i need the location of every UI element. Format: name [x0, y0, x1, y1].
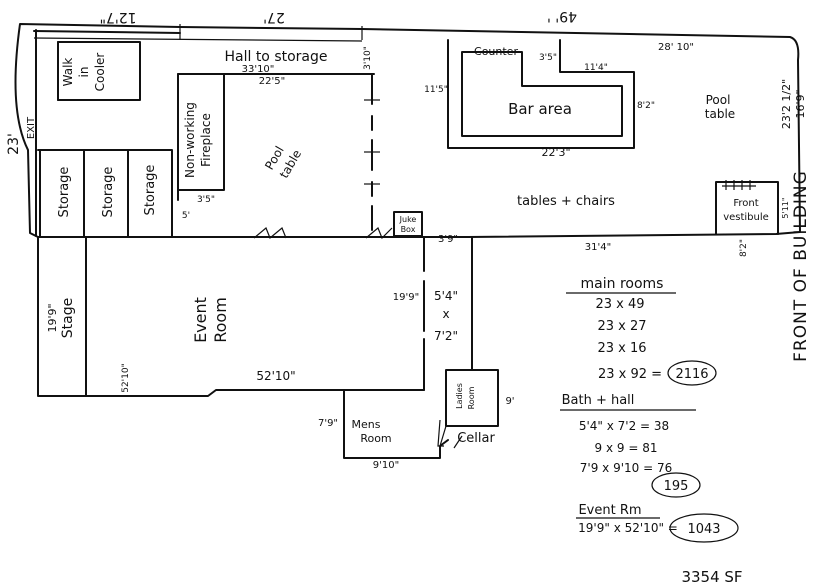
circle-mark	[651, 472, 701, 498]
area-calculations: main rooms 23 x 49 23 x 27 23 x 16 23 x …	[560, 276, 743, 586]
cooler-word-3: Cooler	[93, 53, 107, 92]
walls	[14, 23, 801, 459]
bath-total: 195	[664, 479, 689, 494]
bath-line-3: 7'9 x 9'10 = 76	[580, 461, 672, 475]
storage-label-2: Storage	[101, 167, 116, 218]
ladies-room-label-2: Room	[467, 386, 476, 409]
event-title: Event Rm	[578, 503, 641, 518]
dim-top-left: 12'7"	[99, 9, 136, 25]
small-room-dim-1: 5'4"	[434, 289, 458, 303]
bath-line-1: 5'4" x 7'2 = 38	[579, 419, 669, 433]
vestibule-hatching	[722, 180, 756, 190]
vestibule-dim-2: 8'2"	[739, 239, 749, 257]
dim-three-five: 3'5"	[197, 195, 215, 205]
main-rooms-title: main rooms	[581, 276, 664, 292]
stair-mark	[453, 435, 463, 449]
ladies-room-label-1: Ladies	[455, 383, 464, 409]
stage-label: Stage	[60, 298, 76, 338]
pool-table-right-2: table	[705, 107, 735, 121]
hall-dim-1: 33'10"	[242, 64, 275, 75]
mens-room-label-1: Mens	[352, 418, 381, 431]
mens-room-label-2: Room	[360, 432, 391, 445]
main-total: 2116	[675, 367, 708, 382]
bar-area-label: Bar area	[508, 100, 572, 118]
small-room-dim-x: x	[442, 307, 449, 321]
dim-thirtyone-four: 31'4"	[585, 242, 611, 253]
cellar-stair	[439, 404, 447, 447]
dim-top-middle: 27'	[263, 9, 285, 25]
right-dim-2: 16'9"	[794, 89, 807, 118]
cellar-label: Cellar	[457, 431, 495, 446]
main-total-expression: 23 x 92 =	[598, 367, 662, 382]
top-right-dim: 28' 10"	[658, 42, 694, 53]
grand-total: 3354 SF	[681, 568, 742, 586]
outer-wall	[14, 23, 801, 238]
interior-wall-top	[33, 30, 181, 34]
event-room-outline	[37, 236, 425, 397]
fireplace-label-2: Fireplace	[199, 113, 213, 167]
counter-label: Counter	[474, 45, 518, 58]
event-room-label-2: Room	[211, 297, 230, 343]
door-break	[253, 227, 287, 239]
dim-five-ft: 5'	[182, 211, 190, 221]
juke-box-label-1: Juke	[399, 215, 417, 224]
event-room-label-1: Event	[191, 297, 210, 343]
event-total: 1043	[687, 522, 720, 537]
juke-box-outline	[393, 211, 423, 237]
vestibule-wall	[715, 181, 779, 235]
event-expression: 19'9" x 52'10" =	[578, 521, 678, 535]
mens-dim-1: 7'9"	[318, 418, 338, 429]
circle-mark	[667, 360, 717, 386]
exit-label: EXIT	[26, 116, 37, 139]
front-of-building-label: FRONT OF BUILDING	[791, 170, 811, 362]
mens-room-wall	[343, 389, 449, 459]
main-line-1: 23 x 49	[595, 297, 644, 312]
small-room-dim-2: 7'2"	[434, 329, 458, 343]
interior-line-hall	[33, 37, 363, 42]
dim-three-nine: 3'9"	[438, 234, 458, 245]
cooler-wall	[57, 41, 141, 101]
cooler-word-1: Walk	[61, 58, 75, 87]
counter-dim-1: 3'5"	[539, 53, 557, 63]
bath-title: Bath + hall	[562, 393, 635, 408]
dim-top-right: 49' '	[547, 8, 577, 24]
event-dim-width: 52'10"	[256, 369, 295, 383]
dim-left-side: 23'	[6, 133, 22, 155]
ladies-dim: 9'	[505, 396, 514, 407]
bar-width-dim: 22'3"	[541, 146, 570, 159]
mens-dim-2: 9'10"	[373, 460, 399, 471]
bar-inner	[461, 51, 623, 137]
event-dim-side: 52'10"	[121, 363, 131, 393]
hall-dim-2: 22'5"	[259, 76, 285, 87]
tables-chairs-label: tables + chairs	[517, 194, 615, 209]
fireplace-label-1: Non-working	[183, 102, 197, 178]
stage-dim: 19'9"	[46, 303, 59, 332]
counter-dim-2: 11'4"	[584, 63, 608, 73]
event-dim-height: 19'9"	[393, 292, 419, 303]
counter-dim-3: 11'5"	[424, 85, 448, 95]
juke-box-label-2: Box	[401, 225, 416, 234]
hall-label: Hall to storage	[224, 49, 327, 65]
storage-label-1: Storage	[57, 167, 72, 218]
bath-line-2: 9 x 9 = 81	[595, 441, 658, 455]
pool-table-right-1: Pool	[706, 93, 731, 107]
cooler-word-2: in	[77, 67, 91, 78]
door-break	[365, 227, 393, 240]
bar-outer	[447, 39, 635, 149]
vestibule-label-2: vestibule	[723, 212, 769, 223]
walk-in-cooler-label: Walk in Cooler	[61, 53, 107, 92]
vestibule-label-1: Front	[733, 198, 758, 209]
storage-label-3: Storage	[143, 165, 158, 216]
stair-arrow	[437, 419, 444, 447]
hall-dim-3: 3'10"	[363, 46, 373, 70]
storage-walls	[37, 149, 173, 237]
fireplace-wall	[177, 73, 225, 201]
main-line-2: 23 x 27	[597, 319, 646, 334]
main-line-3: 23 x 16	[597, 341, 646, 356]
right-dim-1: 23'2 1/2"	[780, 79, 793, 129]
circle-mark	[669, 513, 739, 543]
vestibule-dim-1: 5'11"	[781, 197, 790, 218]
counter-dim-4: 8'2"	[637, 101, 655, 111]
